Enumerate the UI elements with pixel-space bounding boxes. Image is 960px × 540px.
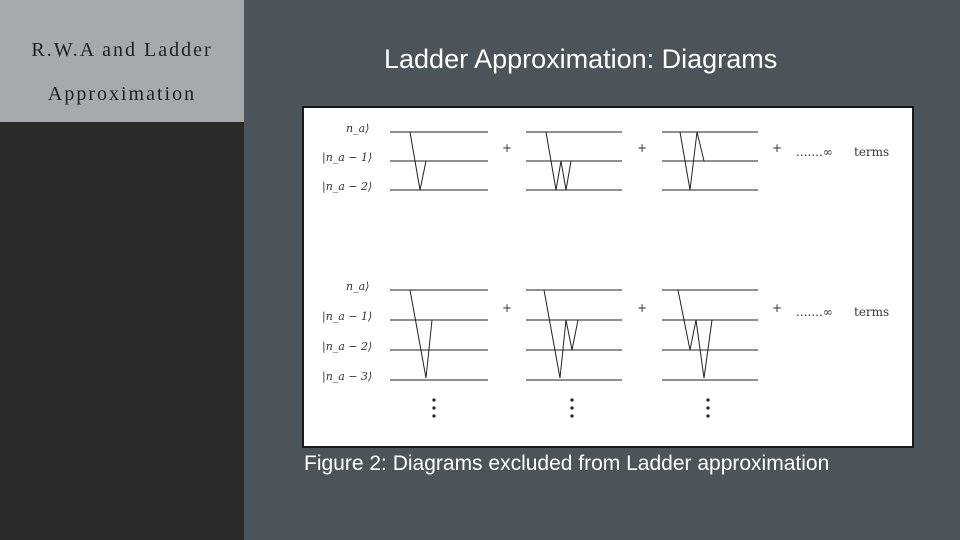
row2-plus-2: + xyxy=(637,301,647,315)
row1-diagram-2 xyxy=(526,131,622,191)
row1-plus-1: + xyxy=(502,141,512,155)
row2-plus-3: + xyxy=(772,301,782,315)
row2-level-label-2: |n_a − 2⟩ xyxy=(322,340,372,354)
section-title-line-2: Approximation xyxy=(47,83,197,105)
section-header: R.W.A and Ladder Approximation xyxy=(0,0,244,122)
row1-level-label-2: |n_a − 2⟩ xyxy=(322,180,372,194)
row1-continuation: .......∞ xyxy=(796,145,833,159)
row2-continuation: .......∞ xyxy=(796,305,833,319)
row1-plus-2: + xyxy=(637,141,647,155)
row1-level-label-1: |n_a − 1⟩ xyxy=(322,151,372,165)
row2-level-label-0: n_a⟩ xyxy=(346,280,369,293)
row1-plus-3: + xyxy=(772,141,782,155)
row1-level-label-0: n_a⟩ xyxy=(346,122,369,135)
row2-terms-label: terms xyxy=(854,305,889,319)
figure-image: n_a⟩ |n_a − 1⟩ |n_a − 2⟩ + + + .......∞ … xyxy=(302,106,914,448)
slide-title: Ladder Approximation: Diagrams xyxy=(384,44,778,74)
row2-level-label-1: |n_a − 1⟩ xyxy=(322,310,372,324)
row2-plus-1: + xyxy=(502,301,512,315)
section-title: R.W.A and Ladder Approximation xyxy=(0,28,244,116)
row2-diagram-1 xyxy=(390,289,488,418)
row1-terms-label: terms xyxy=(854,145,889,159)
row2-diagram-2 xyxy=(526,289,622,418)
row2-diagram-3 xyxy=(662,289,758,418)
row1-diagram-3 xyxy=(662,131,758,191)
section-title-line-1: R.W.A and Ladder xyxy=(31,39,213,61)
figure-caption: Figure 2: Diagrams excluded from Ladder … xyxy=(304,452,830,475)
row2-level-label-3: |n_a − 3⟩ xyxy=(322,370,372,384)
ladder-diagram: n_a⟩ |n_a − 1⟩ |n_a − 2⟩ + + + .......∞ … xyxy=(322,122,889,418)
row1-diagram-1 xyxy=(390,131,488,191)
